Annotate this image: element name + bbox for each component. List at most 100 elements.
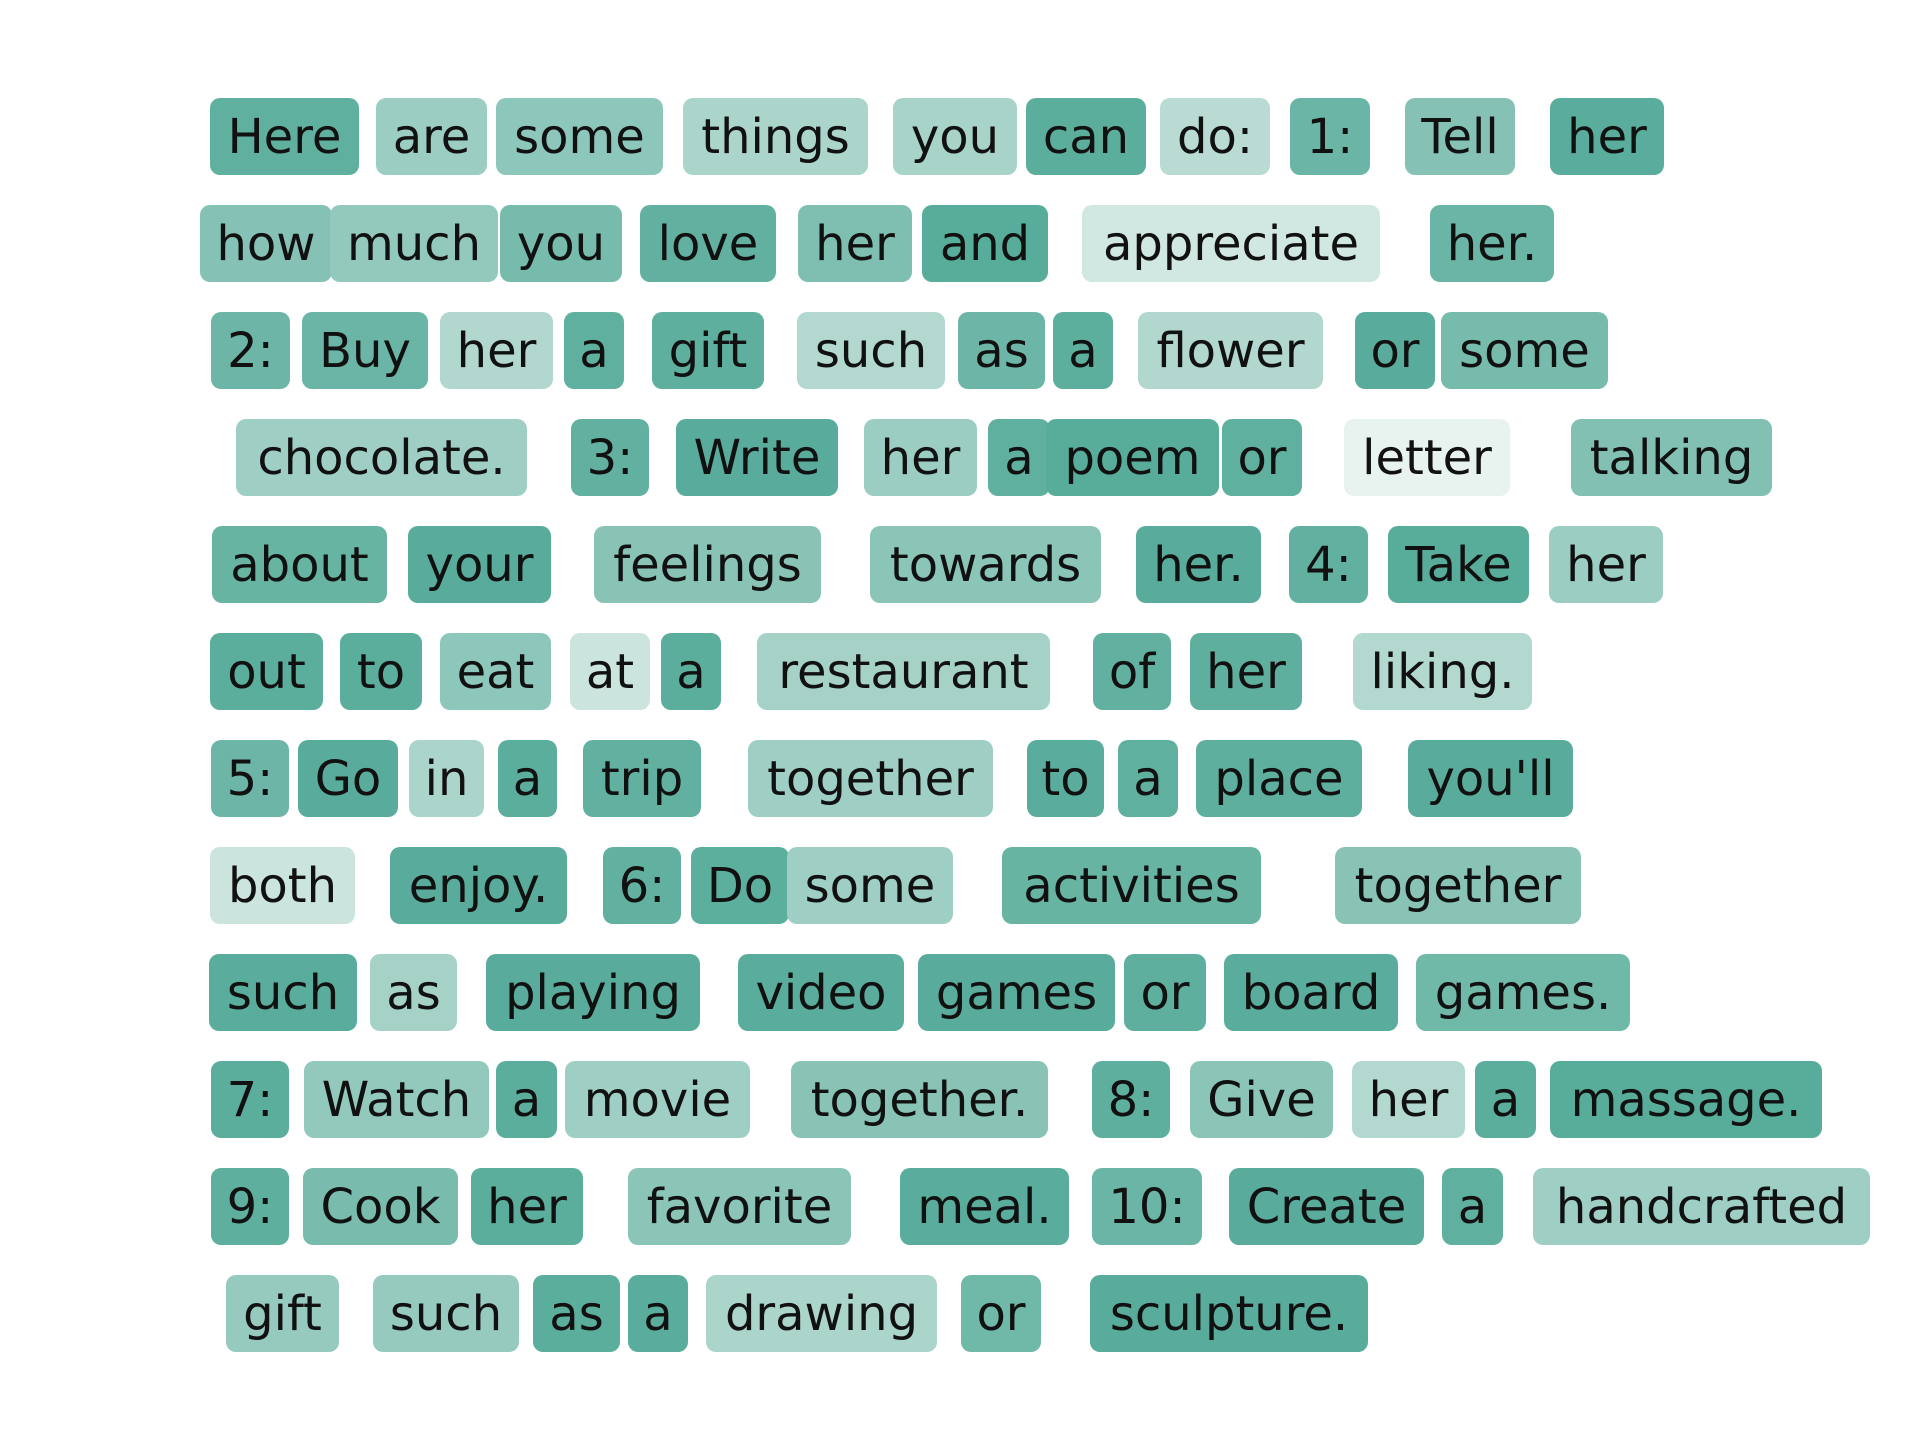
- token-cell: movie: [565, 1061, 750, 1138]
- token-cell: a: [498, 740, 557, 817]
- token-cell: Buy: [302, 312, 428, 389]
- token-cell: her.: [1136, 526, 1261, 603]
- token-cell: her: [1550, 98, 1664, 175]
- token-cell: her: [1190, 633, 1302, 710]
- token-cell: Watch: [304, 1061, 489, 1138]
- token-cell: a: [1118, 740, 1178, 817]
- token-cell: Here: [210, 98, 359, 175]
- token-cell: feelings: [594, 526, 821, 603]
- token-cell: are: [376, 98, 487, 175]
- token-cell: a: [628, 1275, 688, 1352]
- token-cell: her: [864, 419, 977, 496]
- token-cell: gift: [652, 312, 764, 389]
- token-cell: to: [1027, 740, 1104, 817]
- token-cell: 5:: [211, 740, 289, 817]
- token-cell: Create: [1229, 1168, 1424, 1245]
- token-cell: as: [533, 1275, 620, 1352]
- token-cell: together.: [791, 1061, 1048, 1138]
- token-cell: flower: [1138, 312, 1323, 389]
- token-cell: or: [1222, 419, 1302, 496]
- token-cell: eat: [440, 633, 551, 710]
- token-cell: massage.: [1550, 1061, 1822, 1138]
- token-cell: her: [1352, 1061, 1465, 1138]
- token-cell: a: [1475, 1061, 1536, 1138]
- token-cell: activities: [1002, 847, 1261, 924]
- token-cell: board: [1224, 954, 1398, 1031]
- token-cell: Tell: [1405, 98, 1515, 175]
- token-cell: you: [500, 205, 622, 282]
- token-cell: as: [958, 312, 1045, 389]
- token-cell: Give: [1190, 1061, 1333, 1138]
- token-cell: love: [640, 205, 776, 282]
- token-cell: out: [210, 633, 323, 710]
- token-cell: your: [408, 526, 551, 603]
- token-cell: both: [210, 847, 355, 924]
- token-cell: gift: [226, 1275, 339, 1352]
- token-cell: Take: [1388, 526, 1529, 603]
- token-cell: or: [1124, 954, 1206, 1031]
- token-cell: a: [564, 312, 624, 389]
- token-cell: 1:: [1290, 98, 1370, 175]
- token-cell: her: [798, 205, 912, 282]
- token-cell: how: [200, 205, 332, 282]
- token-cell: her: [440, 312, 553, 389]
- token-cell: 9:: [211, 1168, 289, 1245]
- token-cell: Do: [691, 847, 789, 924]
- token-cell: Write: [676, 419, 838, 496]
- token-cell: such: [209, 954, 357, 1031]
- token-cell: 3:: [571, 419, 649, 496]
- token-cell: favorite: [628, 1168, 851, 1245]
- token-cell: to: [340, 633, 422, 710]
- token-cell: some: [1441, 312, 1608, 389]
- token-cell: a: [1442, 1168, 1503, 1245]
- token-cell: or: [961, 1275, 1041, 1352]
- token-cell: her: [1549, 526, 1663, 603]
- token-cell: about: [212, 526, 387, 603]
- token-cell: talking: [1571, 419, 1772, 496]
- token-cell: 4:: [1289, 526, 1368, 603]
- token-cell: together: [748, 740, 993, 817]
- token-cell: liking.: [1353, 633, 1532, 710]
- token-cell: towards: [870, 526, 1101, 603]
- token-cell: a: [661, 633, 721, 710]
- token-cell: place: [1196, 740, 1362, 817]
- token-cell: 2:: [211, 312, 290, 389]
- token-cell: chocolate.: [236, 419, 527, 496]
- token-cell: games: [918, 954, 1115, 1031]
- token-cell: 6:: [603, 847, 681, 924]
- token-cell: trip: [583, 740, 701, 817]
- token-cell: a: [1053, 312, 1113, 389]
- token-cell: playing: [486, 954, 700, 1031]
- token-cell: poem: [1046, 419, 1219, 496]
- token-cell: things: [683, 98, 868, 175]
- token-cell: at: [570, 633, 650, 710]
- token-cell: of: [1093, 633, 1171, 710]
- token-cell: drawing: [706, 1275, 937, 1352]
- token-cell: video: [738, 954, 904, 1031]
- token-cell: a: [988, 419, 1050, 496]
- token-cell: can: [1026, 98, 1146, 175]
- token-cell: sculpture.: [1090, 1275, 1368, 1352]
- token-cell: Go: [298, 740, 398, 817]
- token-cell: Cook: [303, 1168, 458, 1245]
- token-cell: as: [370, 954, 457, 1031]
- token-cell: her.: [1430, 205, 1554, 282]
- token-cell: you'll: [1408, 740, 1573, 817]
- token-cell: such: [797, 312, 945, 389]
- token-cell: or: [1355, 312, 1435, 389]
- token-cell: enjoy.: [390, 847, 567, 924]
- token-cell: some: [787, 847, 953, 924]
- token-cell: letter: [1344, 419, 1510, 496]
- token-cell: such: [373, 1275, 519, 1352]
- token-cell: some: [496, 98, 663, 175]
- token-cell: much: [330, 205, 498, 282]
- token-cell: appreciate: [1082, 205, 1380, 282]
- token-cell: 7:: [211, 1061, 289, 1138]
- token-cell: together: [1335, 847, 1581, 924]
- token-cell: meal.: [900, 1168, 1069, 1245]
- token-cell: games.: [1416, 954, 1630, 1031]
- token-cell: 10:: [1092, 1168, 1202, 1245]
- token-cell: and: [922, 205, 1048, 282]
- token-cell: a: [496, 1061, 557, 1138]
